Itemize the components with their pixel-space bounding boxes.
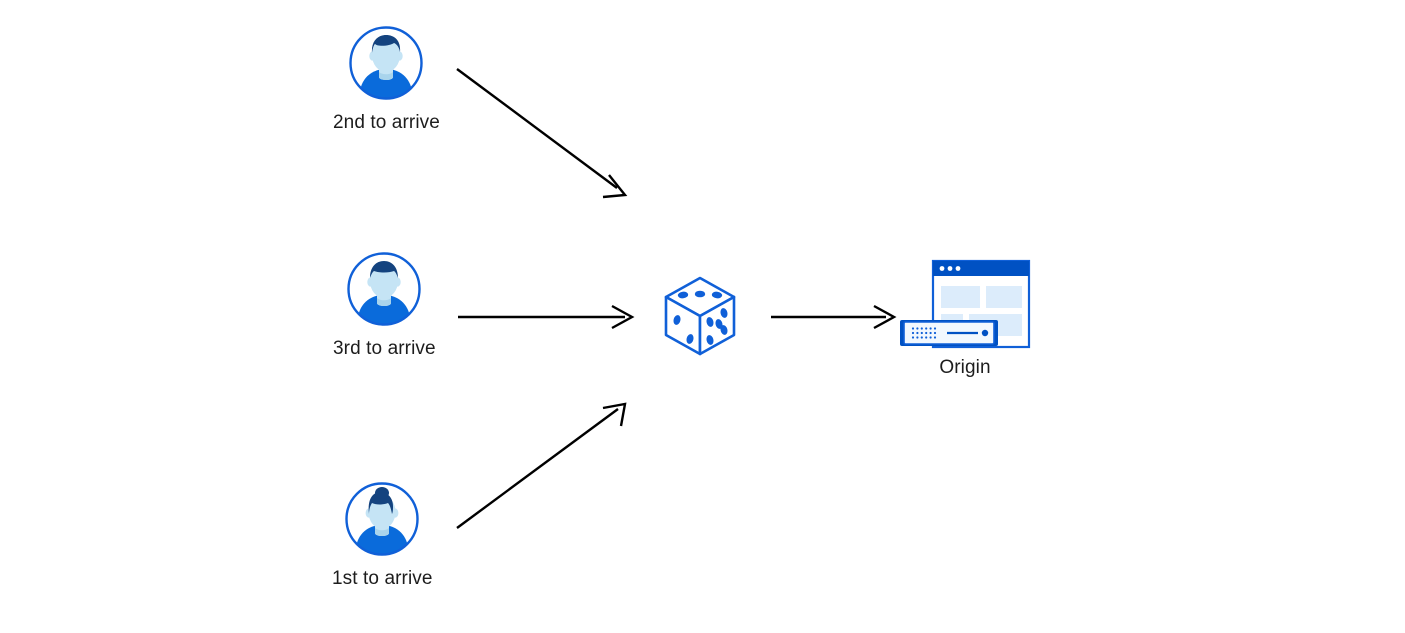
dice-icon (652, 268, 748, 364)
arrow-user-top-to-dice (456, 68, 628, 199)
arrow-user-middle-to-dice (458, 304, 635, 330)
user-avatar-male-icon (346, 251, 422, 327)
node-user-middle[interactable]: 3rd to arrive (333, 251, 436, 360)
node-label-user-top: 2nd to arrive (333, 112, 440, 133)
node-label-user-bottom: 1st to arrive (332, 568, 433, 589)
node-user-top[interactable]: 2nd to arrive (333, 25, 440, 134)
server-device (900, 320, 998, 346)
origin-server-browser-icon (895, 258, 1035, 363)
user-avatar-female-icon (344, 481, 420, 557)
arrow-user-bottom-to-dice (456, 402, 627, 529)
node-label-user-middle: 3rd to arrive (333, 338, 436, 359)
node-origin[interactable]: Origin (895, 258, 1035, 379)
node-randomizer[interactable] (652, 268, 748, 364)
node-user-bottom[interactable]: 1st to arrive (332, 481, 433, 590)
arrow-dice-to-origin (771, 304, 897, 330)
node-label-origin: Origin (939, 357, 991, 378)
user-avatar-male-icon (348, 25, 424, 101)
